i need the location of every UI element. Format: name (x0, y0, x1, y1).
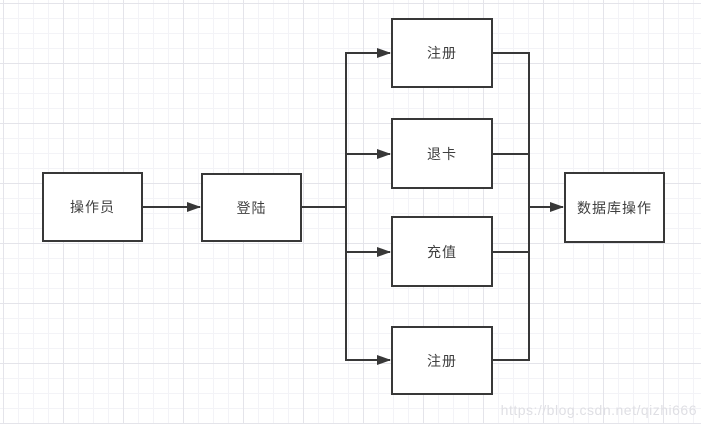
node-login: 登陆 (201, 173, 302, 242)
node-label: 注册 (427, 352, 457, 369)
node-operator: 操作员 (42, 172, 143, 242)
node-recharge: 充值 (391, 216, 493, 287)
node-label: 操作员 (70, 199, 115, 215)
node-label: 注册 (427, 45, 457, 61)
watermark: https://blog.csdn.net/qizhi666 (500, 402, 697, 418)
node-return-card: 退卡 (391, 118, 493, 189)
node-label: 退卡 (427, 145, 457, 162)
node-label: 数据库操作 (577, 199, 652, 216)
node-database-ops: 数据库操作 (564, 172, 665, 243)
node-label: 充值 (427, 243, 457, 260)
node-label: 登陆 (236, 199, 267, 216)
node-register-top: 注册 (391, 18, 493, 88)
node-register-bottom: 注册 (391, 326, 493, 395)
